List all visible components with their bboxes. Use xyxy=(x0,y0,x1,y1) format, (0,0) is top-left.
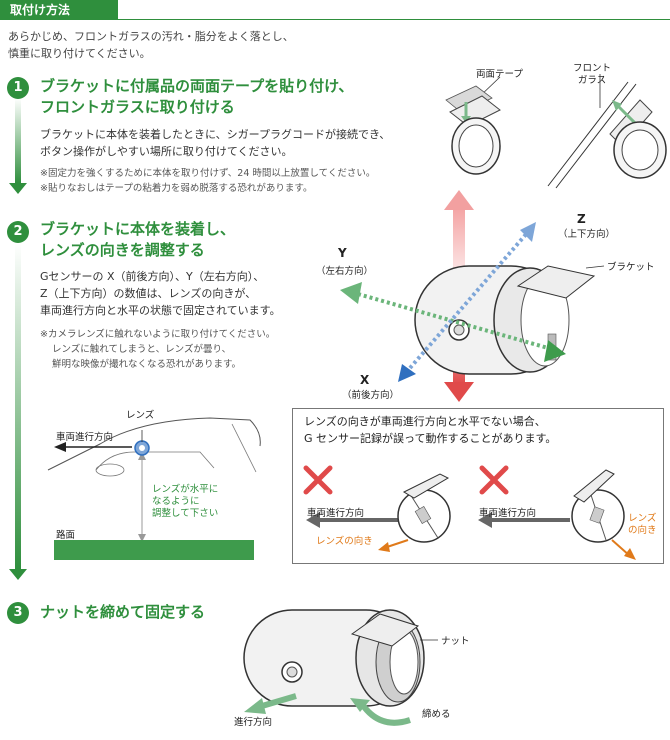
step-3-number: 3 xyxy=(7,602,29,624)
step-2-body: Gセンサーの X（前後方向）、Y（左右方向）、 Z（上下方向）の数値は、レンズの… xyxy=(40,268,281,319)
left-lens-label: レンズの向き xyxy=(316,536,373,547)
step-3-title: ナットを締めて固定する xyxy=(40,603,206,621)
left-direction-label: 車両進行方向 xyxy=(307,508,365,519)
step-1-body: ブラケットに本体を装着したときに、シガープラグコードが接続でき、 ボタン操作がし… xyxy=(40,126,390,160)
right-direction-label: 車両進行方向 xyxy=(479,508,537,519)
flow-bar-1 xyxy=(15,98,21,183)
tighten-arrow xyxy=(359,702,411,726)
windshield-label-line-2: ガラス xyxy=(577,75,607,86)
warning-line-1: レンズの向きが車両進行方向と水平でない場合、 xyxy=(304,415,546,428)
flow-arrowhead-1 xyxy=(9,183,27,194)
step-2-body-line-3: 車両進行方向と水平の状態で固定されています。 xyxy=(40,304,281,317)
step-1-notes: ※固定力を強くするために本体を取り付けず、24 時間以上放置してください。 ※貼… xyxy=(40,166,375,196)
y-axis-sub: （左右方向） xyxy=(316,266,374,277)
intro-line-1: あらかじめ、フロントガラスの汚れ・脂分をよく落とし、 xyxy=(8,30,294,43)
level-instruction-line-3: 調整して下さい xyxy=(152,508,219,519)
step-2-title-line-1: ブラケットに本体を装着し、 xyxy=(40,220,236,238)
step-1-title: ブラケットに付属品の両面テープを貼り付け、 フロントガラスに取り付ける xyxy=(40,76,353,118)
car-outline xyxy=(47,417,261,471)
step-1-title-line-1: ブラケットに付属品の両面テープを貼り付け、 xyxy=(40,77,354,95)
road-label: 路面 xyxy=(56,530,76,541)
camera-bracket-step3 xyxy=(350,613,420,647)
step-2-body-line-2: Z（上下方向）の数値は、レンズの向きが、 xyxy=(40,287,257,300)
step-1-body-line-1: ブラケットに本体を装着したときに、シガープラグコードが接続でき、 xyxy=(40,128,391,141)
travel-direction-label: 進行方向 xyxy=(234,717,273,728)
x-mark-right-icon xyxy=(479,465,509,495)
z-axis-sub: （上下方向） xyxy=(558,229,616,240)
step-1-number: 1 xyxy=(7,77,29,99)
x-axis-label: X xyxy=(360,373,370,387)
nut-label: ナット xyxy=(441,636,470,647)
x-axis-sub: （前後方向） xyxy=(342,390,400,401)
wrong-left-example xyxy=(303,465,451,552)
bracket-label: ブラケット xyxy=(607,262,655,273)
step-1-note-1: ※固定力を強くするために本体を取り付けず、24 時間以上放置してください。 xyxy=(40,168,376,179)
warning-box xyxy=(292,408,664,564)
tape-bracket-diagram xyxy=(445,74,667,189)
step-2-body-line-1: Gセンサーの X（前後方向）、Y（左右方向）、 xyxy=(40,270,265,283)
section-tag: 取付け方法 xyxy=(0,0,118,20)
step-1-title-line-2: フロントガラスに取り付ける xyxy=(40,98,235,116)
step-2-note-2: レンズに触れてしまうと、レンズが曇り、 xyxy=(52,344,232,355)
road-surface xyxy=(54,540,254,560)
warning-text: レンズの向きが車両進行方向と水平でない場合、 G センサー記録が誤って動作するこ… xyxy=(304,413,556,447)
intro-line-2: 慎重に取り付けてください。 xyxy=(8,47,151,60)
flow-bar-2 xyxy=(15,243,21,569)
y-axis-label: Y xyxy=(338,246,347,260)
step-2-note-1: ※カメラレンズに触れないように取り付けてください。 xyxy=(40,329,276,340)
windshield-line xyxy=(547,81,629,187)
gsensor-axes-diagram xyxy=(340,190,605,402)
wrong-right-example xyxy=(478,465,636,560)
car-direction-label: 車両進行方向 xyxy=(56,432,114,443)
flow-arrowhead-2 xyxy=(9,569,27,580)
bracket-plate xyxy=(449,95,501,127)
right-lens-label: レンズ の向き xyxy=(628,513,657,537)
step-2-notes: ※カメラレンズに触れないように取り付けてください。 レンズに触れてしまうと、レン… xyxy=(40,327,275,372)
right-lens-label-line-2: の向き xyxy=(628,525,657,536)
camera-bracket xyxy=(516,265,596,299)
warning-line-2: G センサー記録が誤って動作することがあります。 xyxy=(304,432,557,445)
step-2-note-3: 鮮明な映像が撮れなくなる恐れがあります。 xyxy=(52,359,242,370)
tighten-label: 締める xyxy=(422,709,451,720)
header-rule xyxy=(0,19,670,20)
tape-label: 両面テープ xyxy=(476,69,523,80)
lens-label: レンズ xyxy=(126,410,155,421)
x-mark-left-icon xyxy=(303,465,333,495)
windshield-label: フロント ガラス xyxy=(573,63,611,87)
level-instruction-line-2: なるように xyxy=(152,496,200,507)
step-2-number: 2 xyxy=(7,221,29,243)
travel-direction-arrow xyxy=(261,693,297,709)
step-1-body-line-2: ボタン操作がしやすい場所に取り付けてください。 xyxy=(40,145,293,158)
intro-text: あらかじめ、フロントガラスの汚れ・脂分をよく落とし、 慎重に取り付けてください。 xyxy=(8,28,368,62)
step-1-note-2: ※貼りなおしはテープの粘着力を弱め脱落する恐れがあります。 xyxy=(40,183,313,194)
step-2-title: ブラケットに本体を装着し、 レンズの向きを調整する xyxy=(40,219,235,261)
step-2-title-line-2: レンズの向きを調整する xyxy=(40,241,205,259)
right-lens-label-line-1: レンズ xyxy=(628,513,657,524)
level-instruction: レンズが水平に なるように 調整して下さい xyxy=(152,484,218,520)
z-axis-label: Z xyxy=(577,212,586,226)
windshield-label-line-1: フロント xyxy=(573,63,612,74)
level-instruction-line-1: レンズが水平に xyxy=(152,484,219,495)
